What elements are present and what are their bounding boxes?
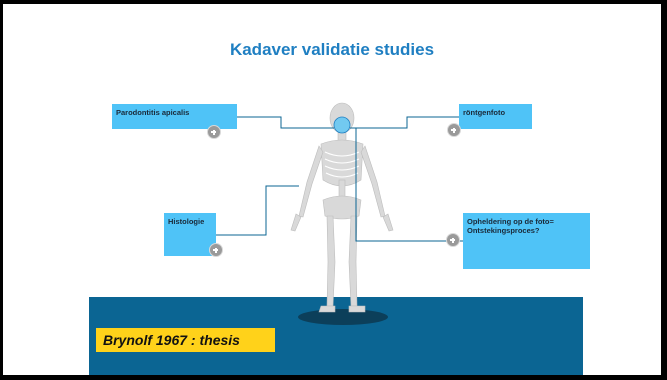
box-parodontitis: Parodontitis apicalis — [112, 104, 237, 129]
box-opheldering: Opheldering op de foto= Ontstekingsproce… — [463, 213, 590, 269]
slide-title: Kadaver validatie studies — [229, 40, 435, 59]
expand-rontgenfoto-icon[interactable] — [447, 123, 461, 137]
jaw-highlight — [333, 116, 351, 134]
connector-opheldering — [355, 128, 463, 242]
skeleton-illustration — [216, 102, 463, 325]
connector-parodontitis — [237, 116, 334, 129]
connector-histologie — [216, 185, 299, 236]
left-arm — [298, 145, 324, 218]
left-leg — [326, 215, 336, 307]
box-rontgenfoto: röntgenfoto — [459, 104, 532, 129]
expand-opheldering-icon[interactable] — [446, 233, 460, 247]
expand-parodontitis-icon[interactable] — [207, 125, 221, 139]
connector-rontgenfoto — [350, 116, 459, 129]
skeleton-shadow — [298, 309, 388, 325]
citation-label: Brynolf 1967 : thesis — [96, 328, 275, 352]
expand-histologie-icon[interactable] — [209, 243, 223, 257]
box-histologie: Histologie — [164, 213, 216, 256]
slide: Kadaver validatie studies — [3, 4, 661, 375]
pelvis — [322, 195, 362, 220]
right-arm — [360, 145, 386, 218]
